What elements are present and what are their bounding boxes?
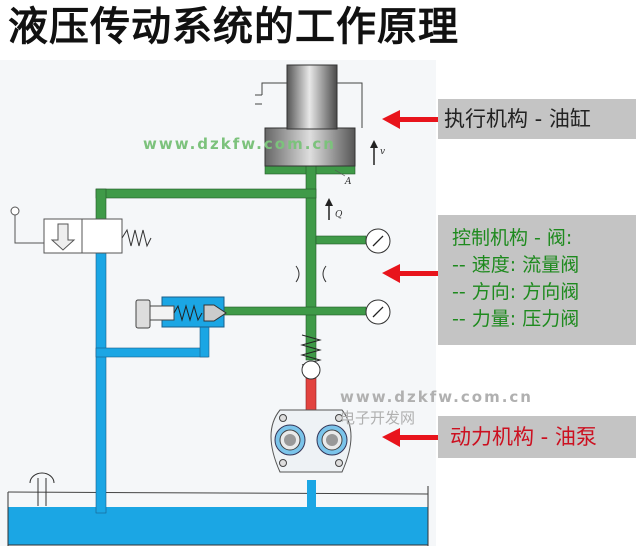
hydraulic-cylinder bbox=[255, 64, 363, 167]
pressure-gauge-bottom bbox=[365, 299, 391, 325]
label-actuator: 执行机构 - 油缸 bbox=[438, 99, 636, 139]
check-valve bbox=[300, 334, 322, 380]
velocity-symbol: v bbox=[380, 147, 386, 157]
watermark-site-name: 电子开发网 bbox=[340, 409, 416, 427]
label-control: 控制机构 - 阀: -- 速度: 流量阀 -- 方向: 方向阀 -- 力量: 压… bbox=[438, 215, 636, 345]
flow-arrow-icon bbox=[325, 198, 333, 220]
control-item-force: -- 力量: 压力阀 bbox=[452, 308, 580, 330]
control-item-direction: -- 方向: 方向阀 bbox=[452, 281, 580, 303]
watermark-url-bottom: www.dzkfw.com.cn bbox=[340, 388, 533, 406]
directional-valve bbox=[10, 206, 152, 254]
gear-pump bbox=[270, 409, 352, 473]
flow-symbol: Q bbox=[335, 210, 343, 220]
control-item-speed: -- 速度: 流量阀 bbox=[452, 254, 580, 276]
velocity-arrow-icon bbox=[370, 140, 378, 165]
area-symbol: A bbox=[345, 177, 352, 187]
pressure-gauge-top bbox=[365, 228, 391, 254]
return-line bbox=[86, 237, 210, 514]
oil-tank bbox=[7, 472, 429, 546]
watermark-url-top: www.dzkfw.com.cn bbox=[143, 135, 336, 153]
area-leader-line bbox=[334, 169, 346, 177]
control-title: 控制机构 - 阀: bbox=[452, 227, 573, 249]
label-power: 动力机构 - 油泵 bbox=[438, 416, 636, 458]
suction-pipe bbox=[307, 480, 316, 513]
arrow-to-power-icon bbox=[382, 428, 438, 447]
pressure-line bbox=[86, 164, 367, 361]
arrow-to-control-icon bbox=[382, 264, 438, 283]
throttle-valve-icon bbox=[295, 265, 327, 283]
tank-breather-icon bbox=[29, 472, 55, 506]
page-title: 液压传动系统的工作原理 bbox=[8, 4, 459, 50]
pressure-relief-valve bbox=[135, 296, 227, 329]
arrow-to-actuator-icon bbox=[382, 110, 438, 129]
